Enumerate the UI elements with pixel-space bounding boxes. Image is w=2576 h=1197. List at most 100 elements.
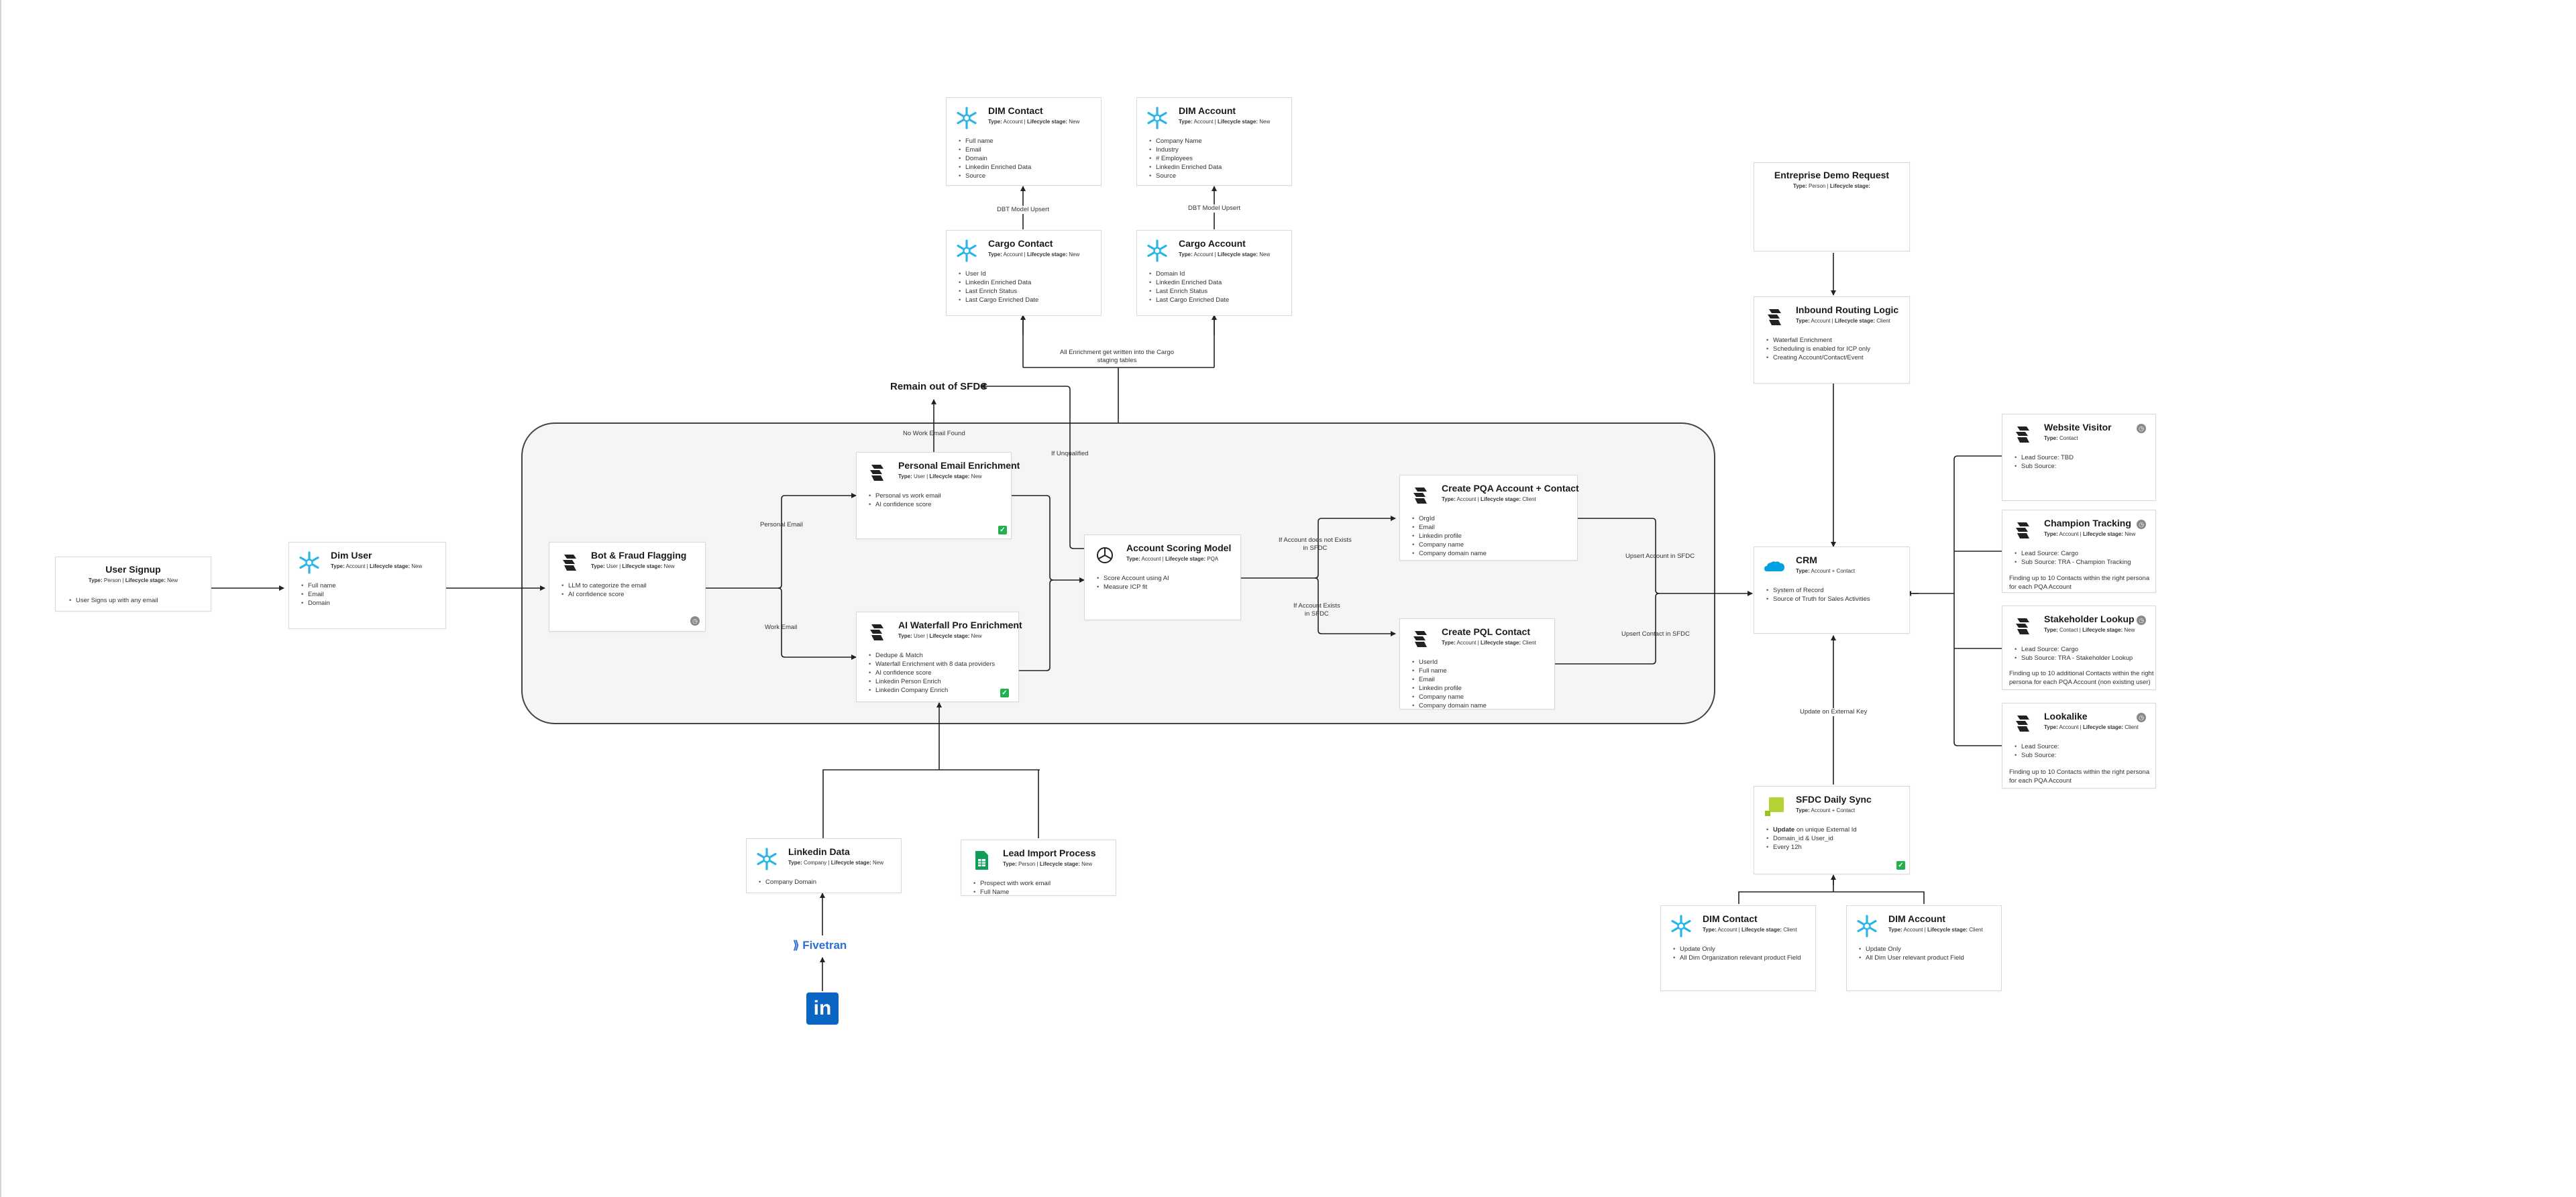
cargo-icon xyxy=(563,555,576,571)
status-badge-icon: ◷ xyxy=(2137,616,2146,625)
list-item: Linkedin Enriched Data xyxy=(959,163,1031,172)
node-enterprise-demo-request[interactable]: Entreprise Demo Request Type: Person | L… xyxy=(1754,162,1910,251)
list-item: Source of Truth for Sales Activities xyxy=(1766,595,1870,604)
cargo-icon xyxy=(1413,631,1427,647)
edge-bot-to-personal xyxy=(706,493,857,589)
node-dim-account-top[interactable]: DIM Account Type: Account | Lifecycle st… xyxy=(1136,97,1292,186)
list-item: Dedupe & Match xyxy=(869,651,995,660)
node-dim-contact-top[interactable]: DIM Contact Type: Account | Lifecycle st… xyxy=(946,97,1102,186)
snowflake-icon xyxy=(1671,915,1691,937)
edge-personal-to-scoring xyxy=(1012,495,1085,583)
node-meta: Type: Contact | Lifecycle stage: New xyxy=(2044,627,2135,633)
node-create-pqa[interactable]: Create PQA Account + Contact Type: Accou… xyxy=(1399,475,1579,561)
list-item: Linkedin Enriched Data xyxy=(1149,163,1222,172)
check-icon: ✓ xyxy=(1896,861,1905,870)
list-item: Industry xyxy=(1149,146,1222,154)
list-item: Measure ICP fit xyxy=(1097,583,1169,591)
node-user-signup[interactable]: User Signup Type: Person | Lifecycle sta… xyxy=(55,557,211,612)
node-dim-account-bottom[interactable]: DIM Account Type: Account | Lifecycle st… xyxy=(1846,905,2002,991)
node-champion-tracking[interactable]: Champion Tracking Type: Account | Lifecy… xyxy=(2002,510,2156,593)
node-bot-fraud-flagging[interactable]: Bot & Fraud Flagging Type: User | Lifecy… xyxy=(549,542,706,632)
list-item: Source xyxy=(959,172,1031,180)
node-title: Stakeholder Lookup xyxy=(2044,614,2135,624)
node-title: Lead Import Process xyxy=(1003,848,1096,858)
snowflake-icon xyxy=(299,551,319,574)
cargo-icon xyxy=(2016,716,2029,732)
node-title: Create PQA Account + Contact xyxy=(1442,483,1579,494)
google-sheets-icon xyxy=(975,851,988,870)
snowflake-icon xyxy=(1857,915,1877,937)
list-item: Sub Source: xyxy=(2015,462,2074,471)
node-title: Account Scoring Model xyxy=(1126,543,1232,553)
list-item: Waterfall Enrichment xyxy=(1766,336,1870,345)
check-icon: ✓ xyxy=(998,526,1007,534)
cargo-icon xyxy=(1413,488,1427,504)
list-item: Linkedin profile xyxy=(1412,684,1487,693)
list-item: Lead Source: TBD xyxy=(2015,453,2074,462)
node-ai-waterfall-enrichment[interactable]: AI Waterfall Pro Enrichment Type: User |… xyxy=(856,612,1022,702)
label-if-account-exists: If Account Exists in SFDC xyxy=(1293,602,1340,618)
node-sfdc-daily-sync[interactable]: SFDC Daily Sync Type: Account + Contact … xyxy=(1754,786,1910,874)
list-item: Linkedin Person Enrich xyxy=(869,677,995,686)
node-cargo-account[interactable]: Cargo Account Type: Account | Lifecycle … xyxy=(1136,230,1292,316)
cargo-icon xyxy=(1768,309,1781,325)
list-item: Sub Source: xyxy=(2015,751,2059,760)
node-meta: Type: Person | Lifecycle stage: New xyxy=(1003,861,1093,867)
list-item: AI confidence score xyxy=(869,669,995,677)
node-title: Cargo Account xyxy=(1179,238,1246,249)
list-item: Sub Source: TRA - Champion Tracking xyxy=(2015,558,2131,567)
node-title: Personal Email Enrichment xyxy=(898,460,1020,471)
status-badge-icon: ◷ xyxy=(2137,520,2146,529)
label-if-unqualified: If Unqualified xyxy=(1051,450,1089,457)
list-item: Waterfall Enrichment with 8 data provide… xyxy=(869,660,995,669)
list-item: Domain Id xyxy=(1149,270,1229,278)
list-item: Last Cargo Enriched Date xyxy=(959,296,1038,304)
label-upsert-contact: Upsert Contact in SFDC xyxy=(1621,630,1690,638)
list-item: Linkedin Company Enrich xyxy=(869,686,995,695)
node-dim-contact-bottom[interactable]: DIM Contact Type: Account | Lifecycle st… xyxy=(1660,905,1816,991)
edge-pql-to-crm xyxy=(1555,593,1660,665)
node-title: Dim User xyxy=(331,550,372,561)
node-stakeholder-lookup[interactable]: Stakeholder Lookup Type: Contact | Lifec… xyxy=(2002,606,2156,690)
list-item: Personal vs work email xyxy=(869,492,941,500)
node-lead-import-process[interactable]: Lead Import Process Type: Person | Lifec… xyxy=(961,840,1116,897)
node-meta: Type: Account + Contact xyxy=(1796,568,1856,574)
node-linkedin-data[interactable]: Linkedin Data Type: Company | Lifecycle … xyxy=(746,838,902,893)
node-meta: Type: User | Lifecycle stage: New xyxy=(591,563,675,569)
node-meta: Type: Account | Lifecycle stage: New xyxy=(331,563,423,569)
list-item: OrgId xyxy=(1412,514,1487,523)
node-meta: Type: Account | Lifecycle stage: New xyxy=(988,119,1080,125)
node-account-scoring-model[interactable]: Account Scoring Model Type: Account | Li… xyxy=(1084,534,1241,620)
node-lookalike[interactable]: Lookalike Type: Account | Lifecycle stag… xyxy=(2002,703,2156,789)
node-inbound-routing-logic[interactable]: Inbound Routing Logic Type: Account | Li… xyxy=(1754,296,1910,384)
sfdc-sync-icon xyxy=(1765,797,1784,816)
cargo-icon xyxy=(2016,426,2029,443)
node-personal-email-enrichment[interactable]: Personal Email Enrichment Type: User | L… xyxy=(856,452,1020,539)
node-title: DIM Account xyxy=(1179,105,1236,116)
node-meta: Type: Account | Lifecycle stage: New xyxy=(1179,119,1271,125)
snowflake-icon xyxy=(1147,239,1167,262)
list-item: All Dim User relevant product Field xyxy=(1859,954,1964,962)
node-website-visitor[interactable]: Website Visitor Type: Contact Lead Sourc… xyxy=(2002,414,2156,501)
list-item: All Dim Organization relevant product Fi… xyxy=(1673,954,1801,962)
fivetran-logo: ⟫ Fivetran xyxy=(793,939,847,952)
list-item: Linkedin profile xyxy=(1412,532,1487,540)
list-item: Company name xyxy=(1412,693,1487,701)
label-upsert-account: Upsert Account in SFDC xyxy=(1625,553,1695,560)
list-item: Prospect with work email xyxy=(973,879,1051,888)
list-item: Lead Source: Cargo xyxy=(2015,645,2133,654)
list-item: AI confidence score xyxy=(561,590,647,599)
node-crm[interactable]: CRM Type: Account + Contact System of Re… xyxy=(1754,547,1910,634)
node-dim-user[interactable]: Dim User Type: Account | Lifecycle stage… xyxy=(288,542,446,629)
edge-waterfall-to-scoring xyxy=(1012,579,1054,671)
node-meta: Type: User | Lifecycle stage: New xyxy=(898,633,982,639)
node-cargo-contact[interactable]: Cargo Contact Type: Account | Lifecycle … xyxy=(946,230,1102,316)
list-item: Domain xyxy=(301,599,336,608)
node-create-pql[interactable]: Create PQL Contact Type: Account | Lifec… xyxy=(1399,618,1555,710)
list-item: UserId xyxy=(1412,658,1487,667)
node-meta: Type: Account | Lifecycle stage: New xyxy=(1179,251,1271,258)
list-item: Company domain name xyxy=(1412,701,1487,710)
list-item: Email xyxy=(301,590,336,599)
node-title: Cargo Contact xyxy=(988,238,1053,249)
list-item: Last Cargo Enriched Date xyxy=(1149,296,1229,304)
